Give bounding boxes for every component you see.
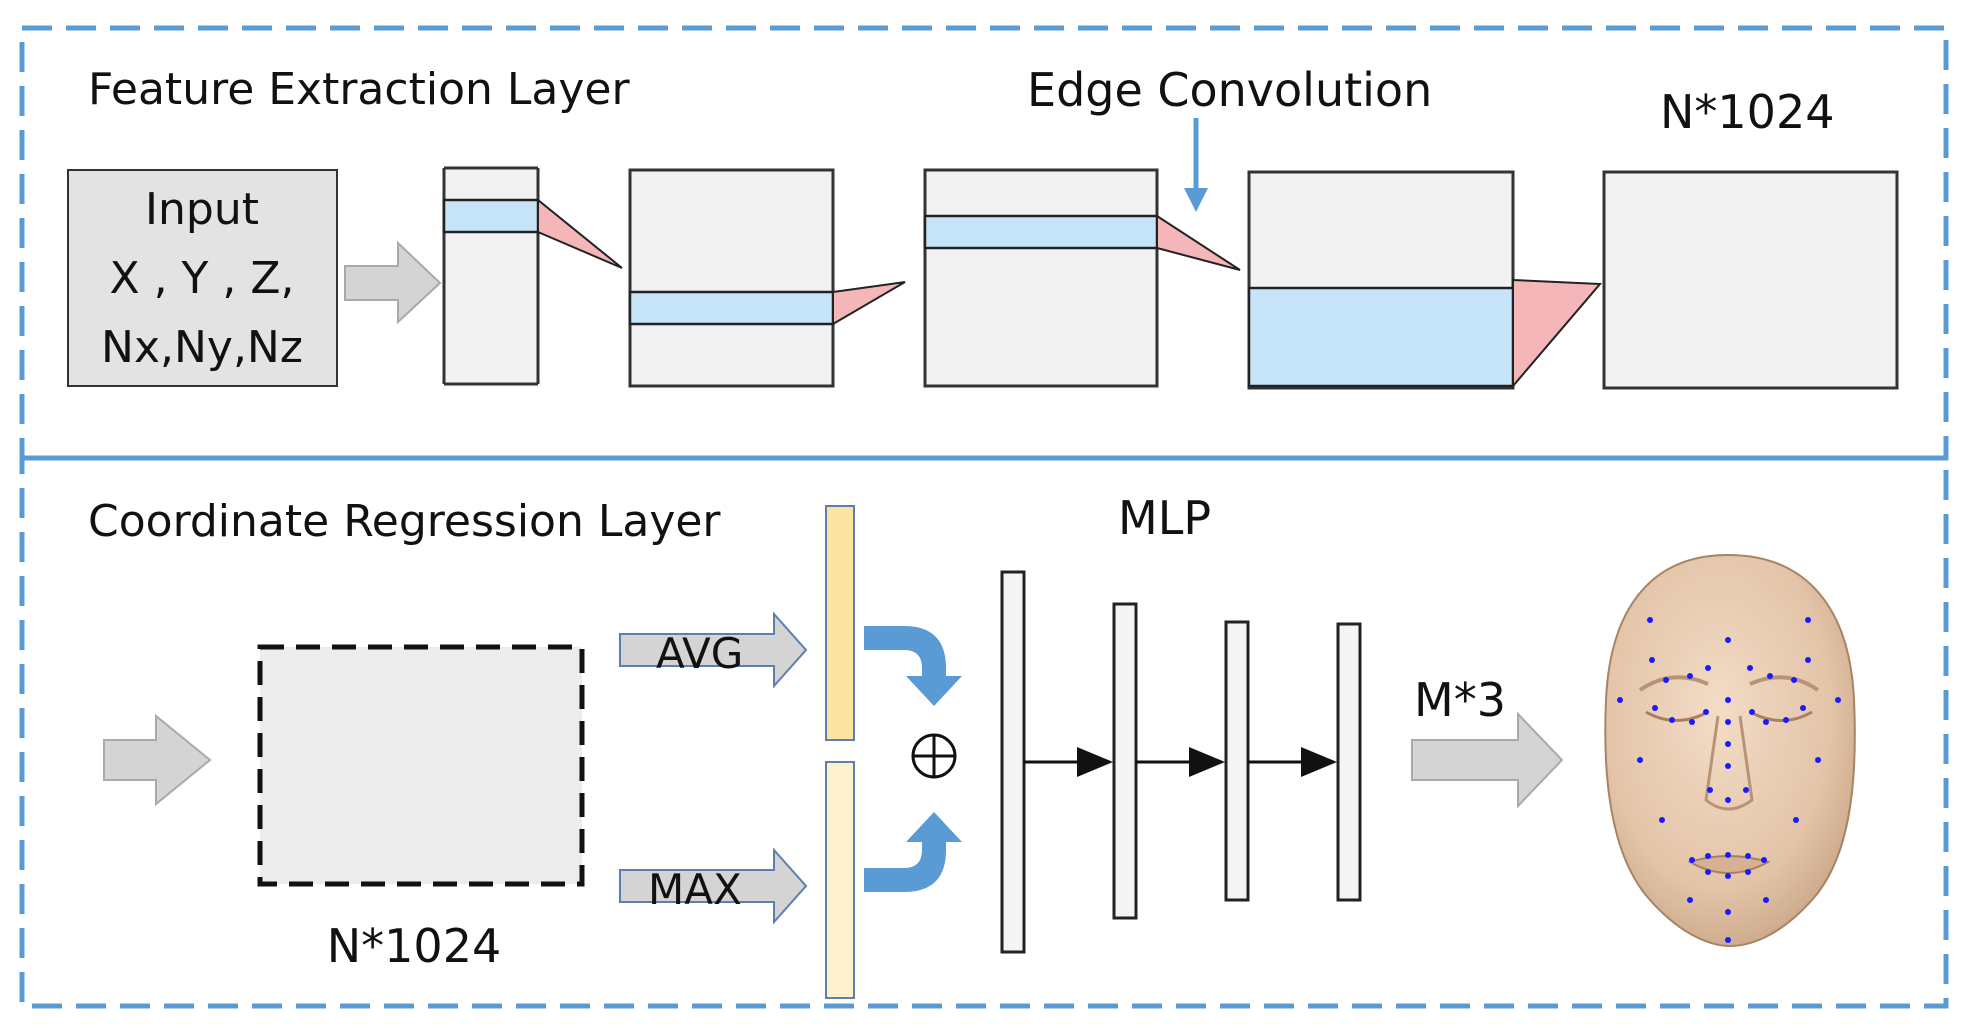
landmark-dot bbox=[1725, 719, 1731, 725]
landmark-dot bbox=[1791, 677, 1797, 683]
feature-block-1 bbox=[442, 166, 540, 386]
landmark-dot bbox=[1617, 697, 1623, 703]
regression-section-title: Coordinate Regression Layer bbox=[88, 496, 721, 547]
feature-block-2 bbox=[628, 168, 835, 388]
feature-block-4 bbox=[1247, 170, 1515, 390]
max-pooled-vector bbox=[825, 761, 855, 999]
feature-section-title: Feature Extraction Layer bbox=[88, 64, 630, 115]
landmark-dot bbox=[1793, 817, 1799, 823]
landmark-dot bbox=[1745, 869, 1751, 875]
landmark-dot bbox=[1659, 817, 1665, 823]
landmark-dot bbox=[1705, 853, 1711, 859]
landmark-dot bbox=[1783, 717, 1789, 723]
mlp-layer-3 bbox=[1224, 620, 1250, 902]
max-curve-arrow-icon bbox=[864, 812, 962, 892]
landmark-dot bbox=[1707, 787, 1713, 793]
input-box: Input X , Y , Z, Nx,Ny,Nz bbox=[67, 169, 338, 387]
feature-strip-2 bbox=[628, 290, 835, 326]
feature-strip-4 bbox=[1247, 286, 1515, 388]
max-label: MAX bbox=[648, 865, 742, 914]
landmark-dot bbox=[1725, 873, 1731, 879]
landmark-dot bbox=[1747, 665, 1753, 671]
input-line-1: Input bbox=[145, 184, 259, 235]
landmark-dot bbox=[1649, 657, 1655, 663]
landmark-dot bbox=[1637, 757, 1643, 763]
mlp-label: MLP bbox=[1118, 491, 1211, 545]
input-arrow-icon bbox=[344, 240, 442, 325]
landmark-dot bbox=[1725, 637, 1731, 643]
3d-face-mesh-icon bbox=[1604, 553, 1856, 948]
landmark-dot bbox=[1725, 797, 1731, 803]
feature-map-label: N*1024 bbox=[327, 919, 501, 973]
landmark-dot bbox=[1725, 937, 1731, 943]
wedge-2 bbox=[832, 281, 906, 326]
input-line-2: X , Y , Z, bbox=[109, 253, 294, 304]
landmark-dot bbox=[1805, 657, 1811, 663]
avg-curve-arrow-icon bbox=[864, 626, 962, 706]
landmark-dot bbox=[1749, 709, 1755, 715]
landmark-dot bbox=[1705, 869, 1711, 875]
mlp-layer-2 bbox=[1112, 602, 1138, 920]
landmark-dot bbox=[1689, 857, 1695, 863]
max-pool-arrow: MAX bbox=[619, 847, 808, 925]
output-dim-label: N*1024 bbox=[1660, 85, 1834, 139]
feature-output-block bbox=[1602, 170, 1899, 390]
landmark-dot bbox=[1725, 852, 1731, 858]
landmark-dot bbox=[1800, 705, 1806, 711]
output-label: M*3 bbox=[1414, 673, 1506, 727]
landmark-dot bbox=[1725, 909, 1731, 915]
landmark-dot bbox=[1725, 763, 1731, 769]
landmark-dot bbox=[1725, 697, 1731, 703]
feature-block-3 bbox=[923, 168, 1159, 388]
landmark-dot bbox=[1767, 673, 1773, 679]
landmark-dot bbox=[1815, 757, 1821, 763]
avg-label: AVG bbox=[656, 629, 743, 678]
feature-map-box bbox=[257, 644, 585, 887]
landmark-dot bbox=[1745, 853, 1751, 859]
regression-input-arrow-icon bbox=[103, 713, 212, 807]
landmark-dot bbox=[1647, 617, 1653, 623]
edge-convolution-label: Edge Convolution bbox=[1027, 63, 1432, 117]
circle-plus-icon bbox=[911, 733, 957, 779]
avg-pooled-vector bbox=[825, 505, 855, 741]
landmark-dot bbox=[1763, 719, 1769, 725]
landmark-dot bbox=[1743, 787, 1749, 793]
landmark-dot bbox=[1763, 897, 1769, 903]
wedge-1 bbox=[537, 197, 623, 269]
landmark-dot bbox=[1687, 673, 1693, 679]
landmark-dot bbox=[1805, 617, 1811, 623]
wedge-3 bbox=[1156, 214, 1241, 271]
landmark-dot bbox=[1725, 741, 1731, 747]
avg-pool-arrow: AVG bbox=[619, 611, 808, 689]
landmark-dot bbox=[1687, 897, 1693, 903]
feature-section-border bbox=[19, 25, 1949, 461]
landmark-dot bbox=[1669, 717, 1675, 723]
feature-strip-1 bbox=[442, 198, 540, 234]
regression-section-border bbox=[19, 455, 1949, 1009]
output-arrow-icon bbox=[1411, 711, 1564, 809]
mlp-layer-4 bbox=[1336, 622, 1362, 902]
landmark-dot bbox=[1663, 677, 1669, 683]
edge-conv-arrow-icon bbox=[1184, 118, 1208, 212]
feature-strip-3 bbox=[923, 214, 1159, 250]
wedge-4 bbox=[1512, 278, 1603, 389]
landmark-dot bbox=[1652, 705, 1658, 711]
landmark-dot bbox=[1761, 857, 1767, 863]
landmark-dot bbox=[1835, 697, 1841, 703]
landmark-dot bbox=[1689, 719, 1695, 725]
mlp-layer-1 bbox=[1000, 570, 1026, 954]
landmark-dot bbox=[1703, 709, 1709, 715]
landmark-points bbox=[1617, 617, 1841, 943]
landmark-dot bbox=[1705, 665, 1711, 671]
input-line-3: Nx,Ny,Nz bbox=[101, 322, 303, 373]
